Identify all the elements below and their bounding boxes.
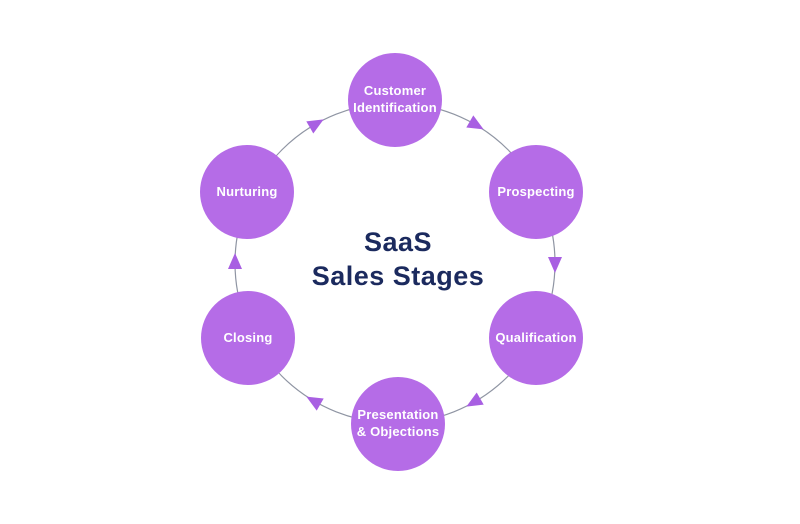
stage-presentation-objections: Presentation & Objections [351,377,445,471]
stage-customer-identification: Customer Identification [348,53,442,147]
title-line2: Sales Stages [311,260,485,291]
stage-label: Nurturing [216,183,278,199]
flow-arrow-icon [306,119,324,134]
flow-arrow-icon [228,253,242,269]
diagram-title: SaaS Sales Stages [248,226,548,294]
stage-label: Customer Identification [353,83,437,115]
stage-label: Closing [223,329,273,345]
stage-label: Presentation & Objections [356,407,440,439]
stage-label: Qualification [495,329,577,345]
stage-closing: Closing [201,291,295,385]
stage-qualification: Qualification [489,291,583,385]
stage-nurturing: Nurturing [200,145,294,239]
stage-prospecting: Prospecting [489,145,583,239]
title-line1: SaaS [363,227,433,257]
stage-label: Prospecting [497,183,575,199]
flow-arrow-icon [548,257,562,273]
flow-arrow-icon [466,115,484,130]
flow-arrow-icon [466,392,484,407]
flow-arrow-icon [306,396,324,411]
